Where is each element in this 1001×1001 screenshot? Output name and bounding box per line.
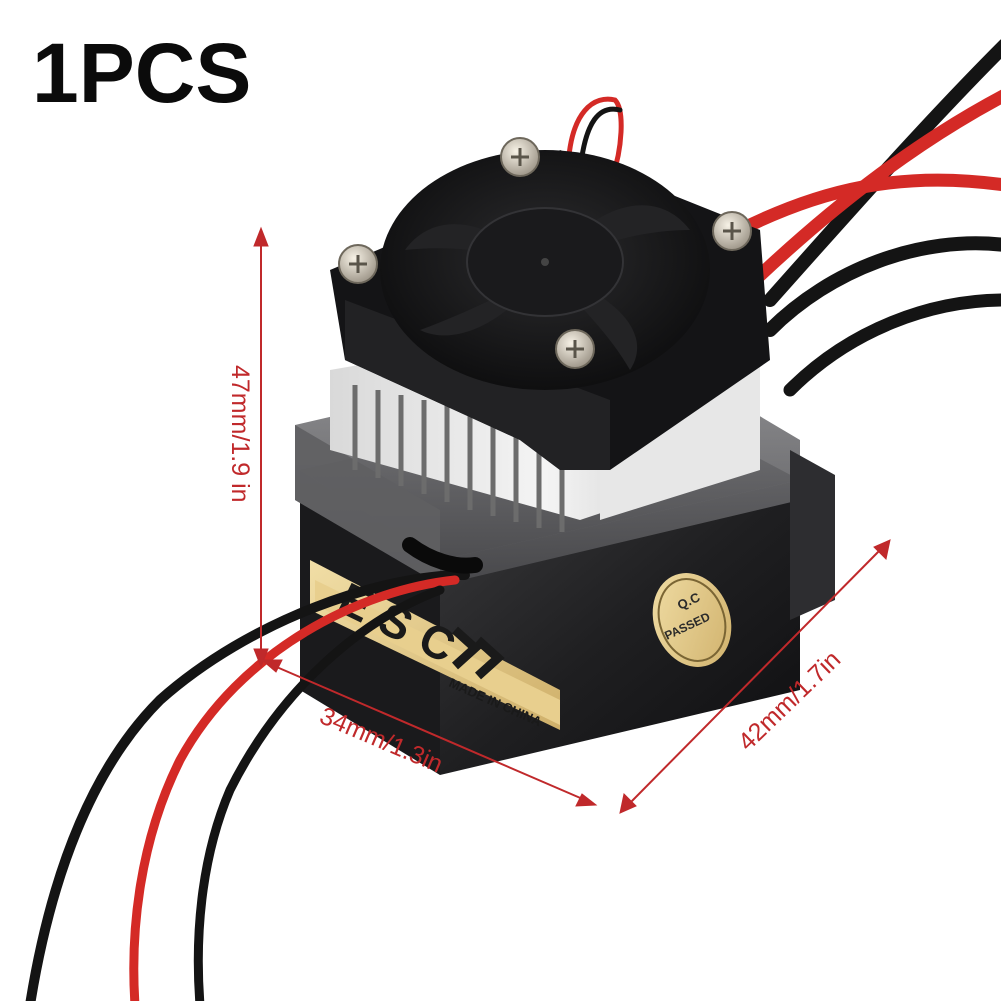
power-wires bbox=[565, 39, 1001, 397]
signal-lead bbox=[25, 537, 483, 1001]
chevron-right-icon bbox=[451, 626, 505, 680]
quantity-label: 1PCS bbox=[32, 26, 251, 120]
cooling-fan bbox=[380, 150, 710, 390]
qc-passed-seal: Q.C PASSED bbox=[652, 573, 732, 667]
dimension-height-label: 47mm/1.9 in bbox=[226, 365, 254, 503]
dimension-depth bbox=[619, 539, 891, 814]
dimension-height bbox=[253, 226, 269, 669]
dimension-width bbox=[260, 659, 598, 807]
fan-screws bbox=[338, 137, 752, 369]
